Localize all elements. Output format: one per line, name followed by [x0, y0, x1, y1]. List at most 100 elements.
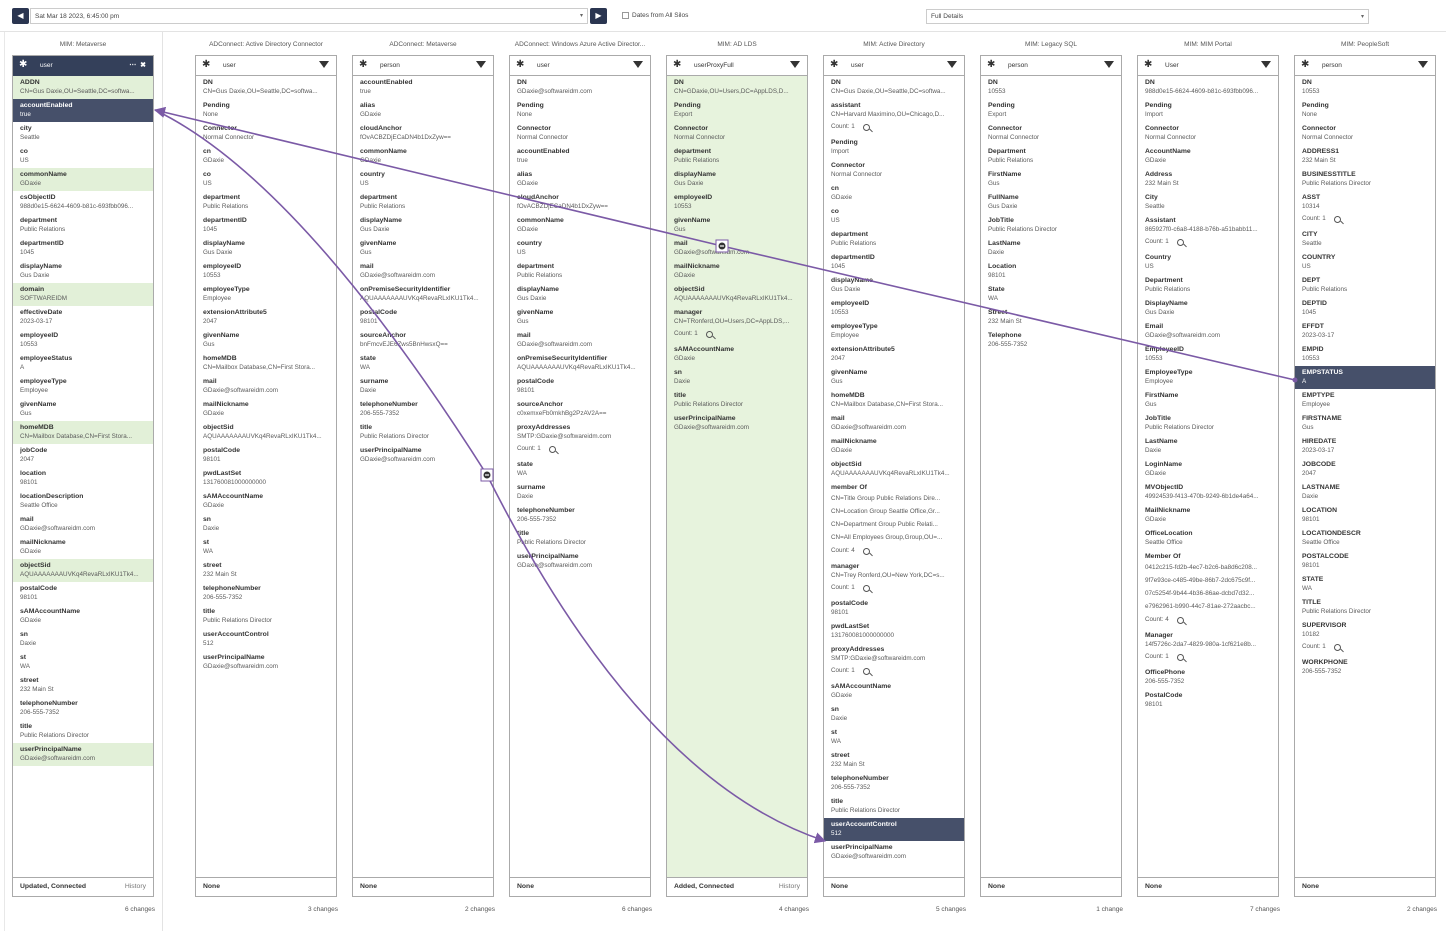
search-icon[interactable]	[1333, 215, 1341, 223]
panel-header[interactable]: ✱user	[824, 56, 964, 76]
chevron-down-icon[interactable]	[947, 61, 957, 68]
chevron-down-icon[interactable]	[1418, 61, 1428, 68]
search-icon[interactable]	[1176, 653, 1184, 661]
search-icon[interactable]	[862, 123, 870, 131]
chevron-down-icon[interactable]	[319, 61, 329, 68]
gear-icon[interactable]: ✱	[359, 59, 368, 70]
gear-icon[interactable]: ✱	[830, 59, 839, 70]
gear-icon[interactable]: ✱	[19, 59, 28, 70]
date-picker[interactable]: Sat Mar 18 2023, 6:45:00 pm▾	[30, 8, 588, 24]
panel-header[interactable]: ✱User	[1138, 56, 1278, 76]
